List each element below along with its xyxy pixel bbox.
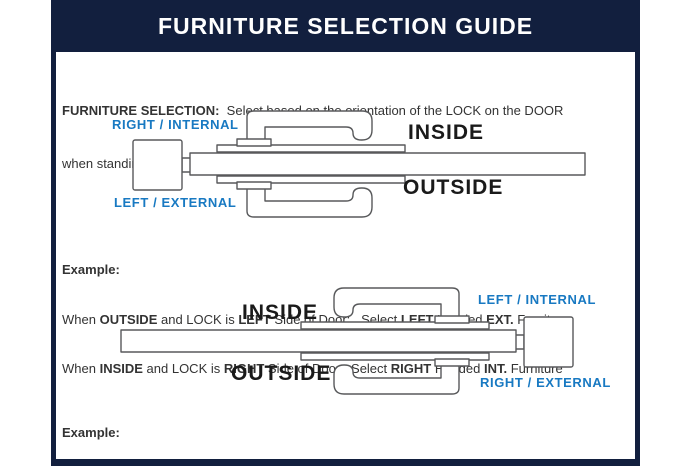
lever-handle-inside (333, 287, 460, 322)
lever-handle-inside (246, 110, 373, 145)
diagram1-outside-label: OUTSIDE (403, 176, 504, 199)
backplate-inside (300, 321, 490, 330)
example1-heading: Example: (62, 262, 120, 277)
backplate-outside (216, 175, 406, 184)
guide-header-band: FURNITURE SELECTION GUIDE (51, 0, 640, 52)
diagram2-label-left-internal: LEFT / INTERNAL (478, 292, 597, 307)
example-block-1: Example: When OUTSIDE and LOCK is LEFT S… (62, 229, 569, 411)
diagram1-inside-label: INSIDE (408, 121, 485, 144)
diagram1-label-right-internal: RIGHT / INTERNAL (112, 117, 239, 132)
intro-heading: FURNITURE SELECTION: (62, 103, 220, 118)
page-title: FURNITURE SELECTION GUIDE (157, 13, 534, 39)
handle-base-outside (236, 181, 272, 190)
door-slab (120, 329, 517, 353)
handle-base-inside (236, 138, 272, 147)
handle-base-outside (434, 358, 470, 367)
lever-handle-outside (246, 183, 373, 218)
diagram2-outside-label: OUTSIDE (231, 362, 332, 385)
diagram2-inside-label: INSIDE (242, 301, 319, 324)
diagram1-label-left-external: LEFT / EXTERNAL (114, 195, 237, 210)
lock-box (132, 139, 183, 191)
door-slab (189, 152, 586, 176)
backplate-inside (216, 144, 406, 153)
example-block-2: Example: When OUTSIDE and LOCK is RIGHT … (62, 392, 585, 466)
lock-box (523, 316, 574, 368)
handle-base-inside (434, 315, 470, 324)
diagram2-label-right-external: RIGHT / EXTERNAL (480, 375, 611, 390)
lever-handle-outside (333, 360, 460, 395)
example2-heading: Example: (62, 425, 120, 440)
backplate-outside (300, 352, 490, 361)
door-diagram-lock-right (120, 287, 574, 395)
door-diagram-lock-left (132, 110, 586, 218)
guide-footer-band (51, 459, 640, 466)
